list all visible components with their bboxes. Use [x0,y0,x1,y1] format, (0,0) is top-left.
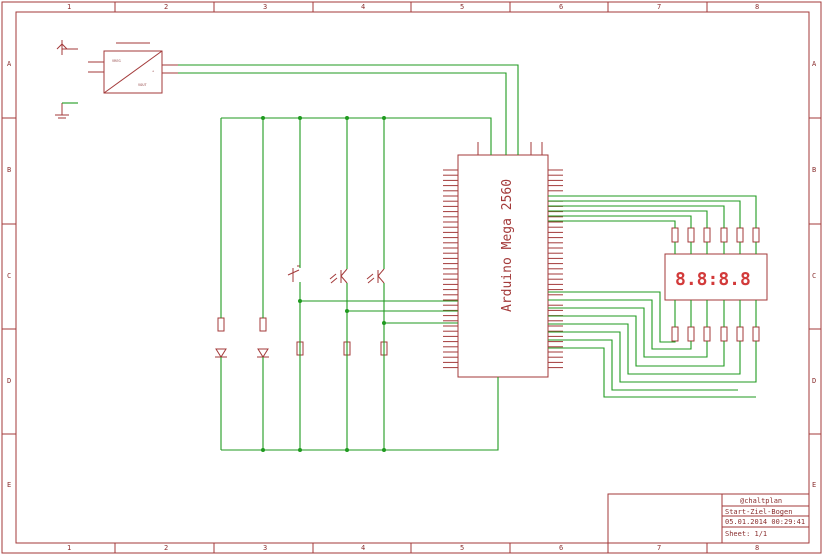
resistor [687,227,695,243]
resistor [217,317,225,332]
row-label-left: E [7,481,11,489]
supply-symbol [56,40,78,55]
row-label-right: B [812,166,816,174]
title-block: @chaltplan Start-Ziel-Bogen 05.01.2014 0… [607,493,810,544]
column-label-bottom: 8 [755,544,759,552]
column-label-bottom: 6 [559,544,563,552]
display-digits: 8.8:8.8 [675,269,751,290]
resistor [720,326,728,342]
column-label-top: 5 [460,3,464,11]
wire-junctions [261,116,386,452]
title-block-date: 05.01.2014 00:29:41 [725,518,805,526]
mega-pins-top [477,142,543,155]
seven-segment-display: 8.8:8.8 [664,253,768,301]
resistor [752,227,760,243]
title-block-name: @chaltplan [740,497,782,505]
row-label-right: C [812,272,816,280]
mcu-label: Arduino Mega 2560 [500,179,515,312]
column-label-bottom: 7 [657,544,661,552]
column-dividers-bottom [114,543,708,553]
ground-symbol [55,102,78,119]
svg-text:+: + [152,69,155,73]
svg-text:VREG: VREG [112,59,121,63]
row-label-left: B [7,166,11,174]
row-label-right: A [812,60,817,68]
voltage-regulator: VREG VOUT + [88,42,178,94]
resistor [752,326,760,342]
led-2 [257,348,269,358]
row-dividers [2,117,821,435]
column-label-bottom: 5 [460,544,464,552]
wiring [178,64,757,451]
phototransistor-1 [329,268,348,284]
resistor [687,326,695,342]
column-label-bottom: 3 [263,544,267,552]
column-label-top: 6 [559,3,563,11]
mega-pins-right [548,169,563,369]
arduino-mega-module: Arduino Mega 2560 [443,142,563,390]
column-label-bottom: 2 [164,544,168,552]
column-label-top: 4 [361,3,365,11]
resistor [736,227,744,243]
row-label-right: E [812,481,816,489]
column-dividers-top [114,2,708,12]
pushbutton-switch [287,265,300,282]
resistor [736,326,744,342]
row-label-left: A [7,60,12,68]
resistor [703,326,711,342]
column-label-top: 2 [164,3,168,11]
mega-pins-left [443,169,458,369]
led-1 [215,348,227,358]
resistor [259,317,267,332]
column-label-top: 7 [657,3,661,11]
pull-resistors [217,317,388,356]
svg-text:VOUT: VOUT [138,83,147,87]
title-block-title: Start-Ziel-Bogen [725,508,792,516]
column-label-top: 3 [263,3,267,11]
row-label-right: D [812,377,816,385]
resistor [720,227,728,243]
column-label-bottom: 1 [67,544,71,552]
resistor [671,227,679,243]
column-label-top: 8 [755,3,759,11]
phototransistor-2 [366,268,385,284]
row-label-left: C [7,272,11,280]
row-label-left: D [7,377,11,385]
resistor [671,326,679,342]
title-block-sheet: Sheet: 1/1 [725,530,767,538]
column-label-bottom: 4 [361,544,365,552]
column-label-top: 1 [67,3,71,11]
resistor [703,227,711,243]
